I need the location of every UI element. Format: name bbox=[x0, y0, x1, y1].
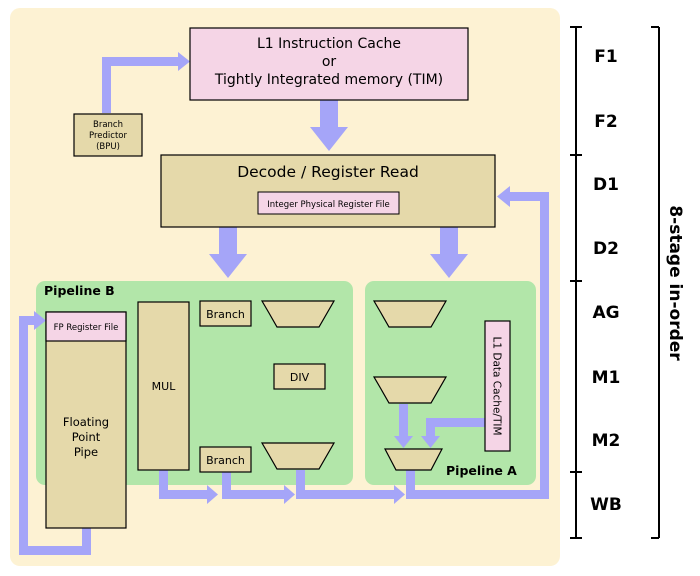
fp-register-file-block bbox=[45, 311, 127, 342]
branch-top-label: Branch bbox=[206, 308, 245, 321]
div-label: DIV bbox=[290, 371, 310, 384]
integer-register-file-block bbox=[257, 191, 400, 215]
fp-pipe-line1: Floating bbox=[63, 415, 109, 429]
branch-top-block bbox=[199, 300, 252, 327]
instruction-cache-line1: L1 Instruction Cache bbox=[257, 36, 401, 52]
branch-predictor-block bbox=[73, 113, 143, 157]
floating-point-pipe-block bbox=[45, 311, 127, 529]
branch-bottom-block bbox=[199, 446, 252, 473]
stage-labels: F1 F2 D1 D2 AG M1 M2 WB bbox=[590, 47, 622, 515]
bpu-line2: Predictor bbox=[89, 131, 127, 141]
mul-label: MUL bbox=[152, 380, 177, 393]
l1-data-cache-block bbox=[484, 320, 511, 452]
pipeline-a-title: Pipeline A bbox=[446, 463, 517, 478]
stage-bracket bbox=[651, 26, 660, 539]
stage-column bbox=[570, 26, 582, 539]
instruction-cache-block bbox=[189, 27, 469, 101]
stage-d2: D2 bbox=[593, 239, 619, 259]
bpu-line3: (BPU) bbox=[96, 142, 120, 152]
stage-f1: F1 bbox=[594, 47, 617, 67]
instruction-cache-line3: Tightly Integrated memory (TIM) bbox=[214, 72, 443, 88]
alu-ag-pipeline-a bbox=[372, 300, 448, 328]
alu-top-pipeline-b bbox=[260, 300, 336, 328]
stage-ag: AG bbox=[592, 303, 619, 323]
stage-f2: F2 bbox=[594, 112, 617, 132]
div-block bbox=[273, 363, 326, 390]
branch-bottom-label: Branch bbox=[206, 454, 245, 467]
fp-pipe-line3: Pipe bbox=[74, 445, 98, 459]
fp-register-file-label: FP Register File bbox=[54, 323, 119, 333]
decode-title: Decode / Register Read bbox=[237, 163, 419, 181]
stage-count-label: 8-stage in-order bbox=[665, 205, 685, 361]
alu-bottom-pipeline-b bbox=[260, 442, 336, 470]
l1-data-cache-label: L1 Data Cache/TIM bbox=[491, 336, 503, 435]
stage-wb: WB bbox=[590, 495, 622, 515]
pipeline-b-title: Pipeline B bbox=[44, 283, 115, 298]
integer-register-file-label: Integer Physical Register File bbox=[267, 200, 389, 210]
bpu-line1: Branch bbox=[93, 120, 123, 130]
decode-register-read-block bbox=[160, 154, 496, 228]
alu-m1-pipeline-a bbox=[372, 376, 448, 404]
stage-m2: M2 bbox=[592, 431, 621, 451]
mul-block bbox=[137, 301, 190, 471]
mux-m2-pipeline-a bbox=[384, 448, 443, 471]
datapath-arrows bbox=[19, 52, 549, 555]
stage-d1: D1 bbox=[593, 175, 619, 195]
instruction-cache-line2: or bbox=[322, 54, 337, 70]
stage-m1: M1 bbox=[592, 368, 621, 388]
fp-pipe-line2: Point bbox=[72, 430, 101, 444]
